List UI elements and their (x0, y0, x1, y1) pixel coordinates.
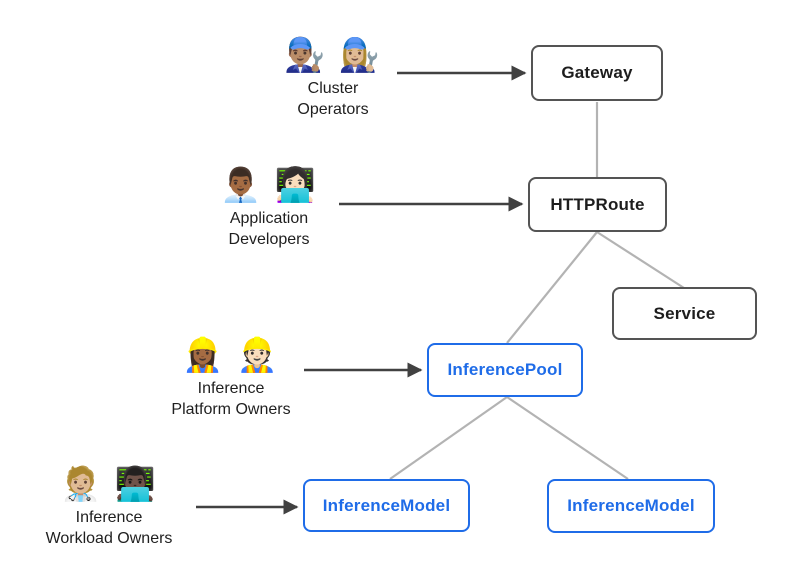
inference-platform-owners-emoji: 👷🏾‍♀️ 👷🏻 (182, 336, 280, 373)
edge-inferencepool-inferencemodel-left (389, 396, 508, 480)
inference-workload-owners-label: Inference Workload Owners (45, 509, 173, 547)
persona-cluster-operators: 👨🏽‍🔧 👩🏼‍🔧 Cluster Operators (233, 34, 433, 120)
persona-application-developers: 👨🏾‍💼 👩🏻‍💻 Application Developers (169, 164, 369, 250)
node-inference-model-right: InferenceModel (547, 479, 715, 533)
inference-workload-owners-emoji: 🧑🏼‍⚕️ 👨🏿‍💻 (60, 465, 158, 502)
node-httproute: HTTPRoute (528, 177, 667, 232)
node-gateway: Gateway (531, 45, 663, 101)
application-developers-label: Application Developers (228, 210, 310, 248)
cluster-operators-label: Cluster Operators (297, 80, 369, 118)
cluster-operators-emoji: 👨🏽‍🔧 👩🏼‍🔧 (284, 36, 382, 73)
inference-platform-owners-label: Inference Platform Owners (171, 380, 291, 418)
edge-httproute-inferencepool (506, 231, 598, 344)
edge-inferencepool-inferencemodel-right (506, 396, 629, 480)
node-service: Service (612, 287, 757, 340)
edge-httproute-service (596, 231, 685, 289)
persona-inference-workload-owners: 🧑🏼‍⚕️ 👨🏿‍💻 Inference Workload Owners (9, 463, 209, 549)
application-developers-emoji: 👨🏾‍💼 👩🏻‍💻 (220, 166, 318, 203)
node-inference-pool: InferencePool (427, 343, 583, 397)
persona-inference-platform-owners: 👷🏾‍♀️ 👷🏻 Inference Platform Owners (131, 334, 331, 420)
node-inference-model-left: InferenceModel (303, 479, 470, 532)
